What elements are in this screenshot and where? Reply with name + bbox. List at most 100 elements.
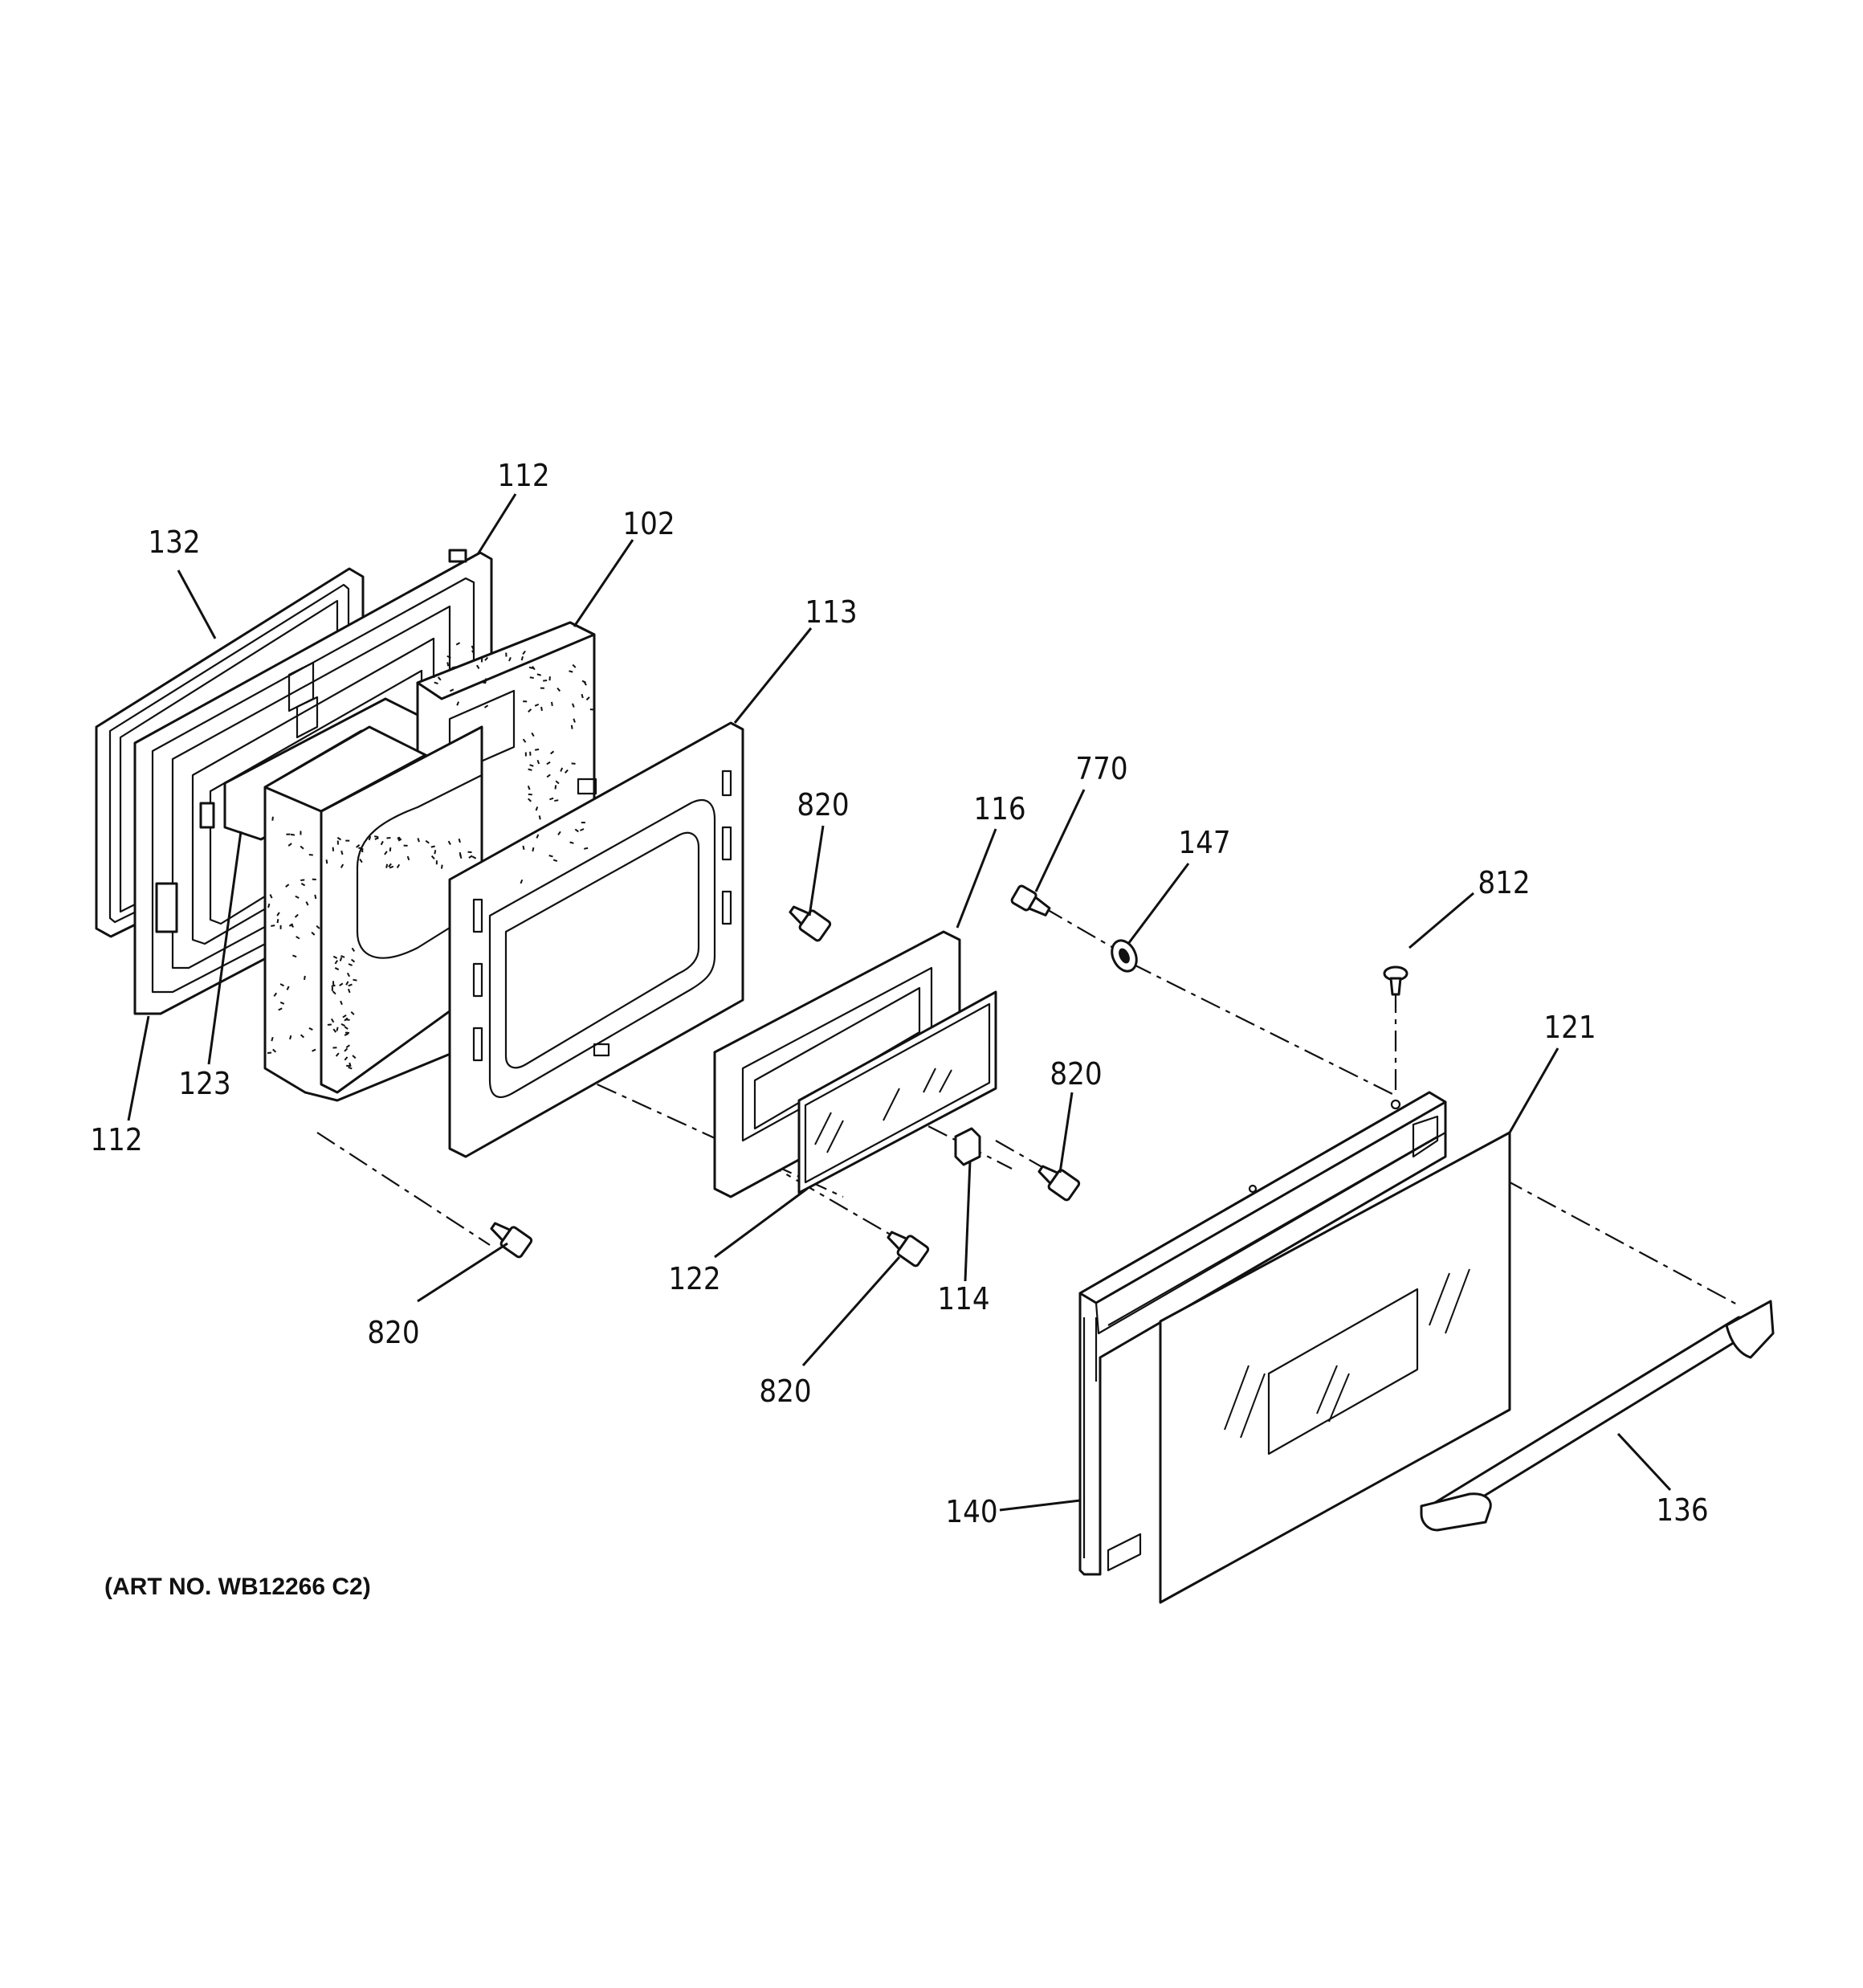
insulation-speck — [340, 863, 344, 868]
insulation-speck — [388, 863, 392, 867]
insulation-speck — [520, 655, 524, 661]
insulation-speck — [271, 925, 275, 927]
insulation-speck — [585, 696, 590, 701]
insulation-speck — [336, 836, 342, 841]
callout-122: 122 — [668, 1261, 720, 1296]
insulation-speck — [471, 645, 475, 650]
insulation-speck — [332, 847, 335, 851]
callout-116: 116 — [973, 791, 1025, 827]
insulation-speck — [446, 662, 450, 667]
insulation-speck — [554, 799, 559, 802]
callout-136: 136 — [1656, 1492, 1708, 1528]
part-102-insulation-front — [263, 725, 483, 1102]
insulation-speck — [342, 1014, 347, 1018]
insulation-speck — [529, 764, 534, 767]
insulation-speck — [346, 972, 351, 978]
insulation-speck — [508, 657, 512, 662]
callout-820-b: 820 — [1050, 1056, 1102, 1092]
insulation-speck — [546, 761, 551, 765]
insulation-speck — [334, 960, 339, 965]
insulation-speck — [279, 983, 284, 987]
insulation-speck — [580, 828, 585, 831]
insulation-speck — [344, 1047, 349, 1052]
insulation-speck — [574, 828, 579, 833]
insulation-speck — [285, 884, 290, 888]
insulation-speck — [273, 992, 278, 997]
callout-820-d: 820 — [759, 1374, 811, 1409]
insulation-speck — [358, 847, 363, 850]
callout-820-a: 820 — [797, 787, 849, 823]
insulation-speck — [557, 831, 561, 835]
insulation-speck — [536, 673, 541, 676]
insulation-speck — [543, 680, 548, 682]
callout-132: 132 — [148, 525, 200, 560]
insulation-speck — [554, 785, 557, 790]
insulation-speck — [287, 843, 292, 847]
insulation-speck — [534, 748, 540, 751]
insulation-speck — [300, 883, 306, 887]
insulation-speck — [344, 1056, 349, 1061]
insulation-speck — [332, 1028, 337, 1033]
insulation-speck — [271, 816, 274, 821]
insulation-speck — [353, 978, 357, 982]
insulation-speck — [529, 676, 534, 680]
part-122-inner-glass — [797, 990, 997, 1194]
insulation-speck — [339, 982, 344, 986]
part-770-screw — [1010, 884, 1051, 916]
insulation-speck — [347, 988, 351, 994]
insulation-speck — [290, 923, 295, 928]
callout-147: 147 — [1178, 825, 1230, 860]
insulation-speck — [482, 681, 487, 684]
callout-820-c: 820 — [367, 1315, 419, 1350]
insulation-speck — [374, 837, 379, 840]
insulation-speck — [373, 835, 379, 839]
insulation-speck — [531, 732, 535, 737]
insulation-speck — [348, 983, 353, 987]
insulation-speck — [340, 850, 344, 855]
insulation-speck — [267, 903, 271, 908]
insulation-speck — [455, 642, 461, 646]
callouts: 112 132 102 113 820 116 770 147 812 121 … — [90, 458, 1708, 1529]
insulation-speck — [304, 975, 306, 980]
insulation-speck — [556, 687, 561, 692]
insulation-speck — [555, 780, 560, 785]
part-136-handle — [1420, 1300, 1775, 1532]
insulation-speck — [522, 845, 525, 851]
callout-121: 121 — [1543, 1010, 1596, 1045]
insulation-speck — [564, 769, 569, 774]
part-121-outer-glass — [1159, 1131, 1511, 1604]
part-114-clip — [954, 1127, 981, 1166]
insulation-speck — [471, 855, 477, 859]
insulation-speck — [289, 1035, 292, 1040]
insulation-speck — [344, 1026, 349, 1030]
insulation-speck — [269, 894, 273, 899]
insulation-speck — [459, 854, 463, 859]
insulation-speck — [434, 681, 438, 685]
part-820-screws — [490, 905, 1081, 1268]
insulation-speck — [483, 704, 489, 708]
callout-102: 102 — [622, 506, 675, 541]
insulation-speck — [385, 863, 389, 868]
insulation-speck — [520, 879, 524, 884]
insulation-speck — [532, 666, 536, 671]
insulation-speck — [534, 703, 540, 707]
insulation-speck — [339, 957, 343, 961]
insulation-speck — [294, 913, 299, 918]
insulation-speck — [345, 1018, 350, 1021]
insulation-speck — [272, 1048, 277, 1053]
insulation-speck — [552, 859, 558, 863]
insulation-speck — [345, 1044, 350, 1048]
insulation-speck — [350, 1010, 355, 1015]
insulation-speck — [528, 798, 532, 802]
insulation-speck — [548, 855, 553, 858]
insulation-speck — [397, 836, 402, 841]
insulation-speck — [334, 967, 340, 971]
insulation-speck — [351, 947, 356, 953]
insulation-speck — [449, 688, 455, 692]
callout-812: 812 — [1478, 865, 1530, 900]
insulation-speck — [536, 759, 540, 765]
insulation-speck — [356, 844, 361, 848]
insulation-speck — [430, 855, 435, 859]
insulation-speck — [560, 767, 564, 772]
insulation-speck — [522, 650, 526, 655]
